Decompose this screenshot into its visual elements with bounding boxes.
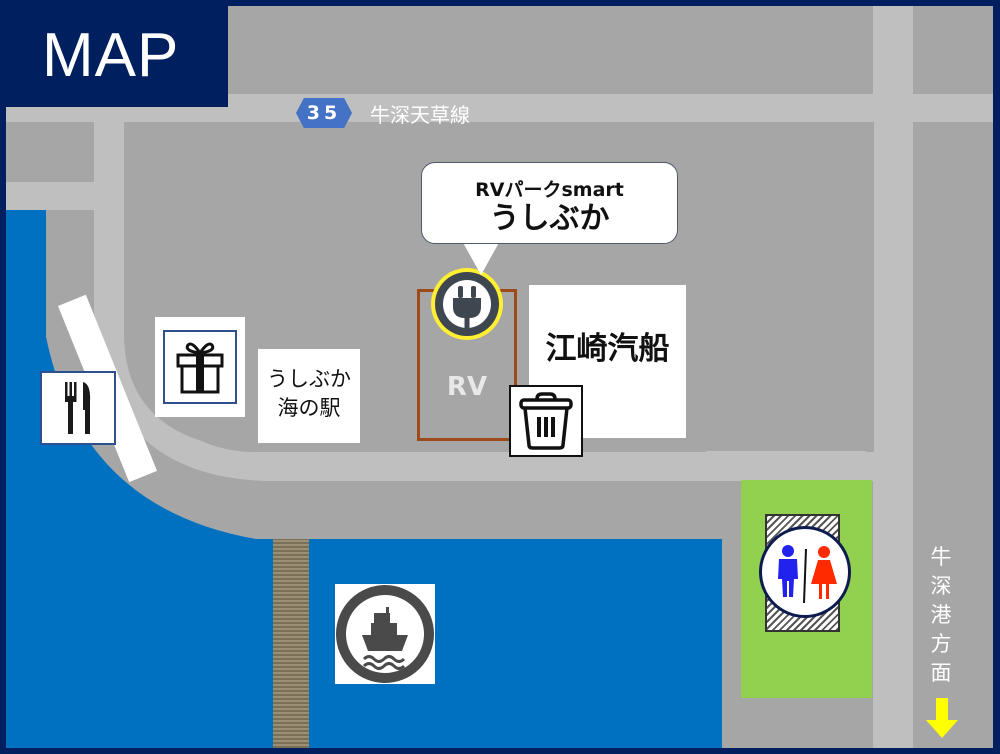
- ferry-marker[interactable]: [335, 584, 435, 684]
- road-right-connector: [706, 451, 873, 481]
- umi-no-eki-line2: 海の駅: [277, 396, 341, 420]
- direction-char: 牛: [930, 545, 952, 569]
- road-right-vertical: [873, 6, 913, 748]
- boardwalk: [273, 539, 309, 748]
- ezaki-kisen-label: 江崎汽船: [545, 331, 670, 367]
- restroom-icon: [778, 545, 837, 604]
- title-banner: MAP: [6, 6, 228, 107]
- ferry-icon: [336, 585, 434, 683]
- restaurant-marker[interactable]: [40, 371, 116, 445]
- route-name-label: 牛深天草線: [370, 103, 470, 127]
- restaurant-icon: [65, 382, 91, 434]
- trash-marker[interactable]: [509, 385, 583, 457]
- direction-char: 方: [930, 632, 952, 656]
- power-station-marker[interactable]: [431, 268, 503, 340]
- route-number-badge: 35: [296, 98, 352, 128]
- road-lower-right: [866, 122, 874, 452]
- callout-pointer: [461, 239, 501, 275]
- map-canvas: MAP 35 牛深天草線 うしぶか 海の駅 RV 江崎汽: [6, 6, 993, 748]
- rv-parking-area[interactable]: RV: [417, 289, 517, 441]
- restroom-marker[interactable]: [759, 526, 851, 618]
- direction-label: 牛 深 港 方 面: [926, 543, 956, 688]
- callout-name: うしぶか: [489, 201, 610, 236]
- souvenir-shop-marker[interactable]: [155, 317, 245, 417]
- power-plug-icon: [435, 272, 499, 336]
- map-title: MAP: [42, 21, 180, 90]
- umi-no-eki-label: うしぶか 海の駅: [258, 349, 360, 443]
- direction-char: 港: [930, 603, 952, 627]
- trash-can-icon: [519, 392, 573, 450]
- rv-label: RV: [446, 372, 488, 402]
- arrow-down-icon: [926, 698, 958, 738]
- callout-title: RVパークsmart: [475, 179, 624, 201]
- direction-char: 面: [930, 661, 952, 685]
- sea-area: [6, 206, 722, 748]
- gift-icon: [176, 342, 224, 394]
- road-left-horizontal: [6, 182, 96, 210]
- rv-park-callout: RVパークsmart うしぶか: [421, 162, 678, 244]
- umi-no-eki-line1: うしぶか: [267, 367, 351, 391]
- direction-char: 深: [930, 574, 952, 598]
